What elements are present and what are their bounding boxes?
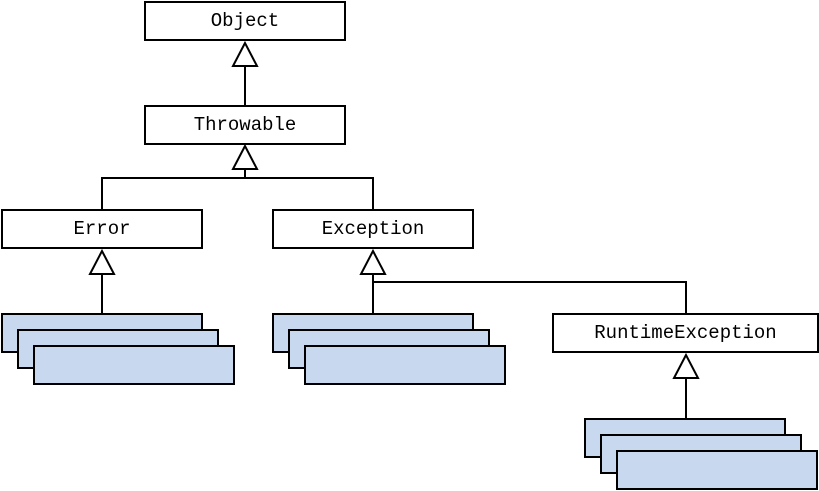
class-error-label: Error	[73, 218, 130, 240]
exception-subclasses-stack	[272, 313, 506, 385]
class-object: Object	[144, 1, 346, 41]
error-subclasses-stack	[1, 313, 235, 385]
generalization-arrow-icon	[231, 143, 259, 170]
class-error-box	[1, 209, 203, 249]
arrowheads	[88, 40, 700, 379]
generalization-arrow-icon	[359, 248, 387, 275]
class-error: Error	[1, 209, 203, 249]
generalization-arrow-icon	[231, 40, 259, 67]
class-object-label: Object	[211, 10, 279, 32]
class-object-box	[144, 1, 346, 41]
class-exception: Exception	[272, 209, 474, 249]
subclass-box	[33, 345, 235, 385]
subclass-box	[304, 345, 506, 385]
class-runtime-exception-box	[552, 313, 819, 353]
connector-runtimeexception-exception	[373, 281, 687, 314]
runtime-exception-subclasses-stack	[584, 418, 818, 490]
connector-error-exception-throwable	[101, 177, 374, 209]
class-runtime-exception-label: RuntimeException	[594, 322, 776, 344]
generalization-arrow-icon	[672, 352, 700, 379]
class-runtime-exception: RuntimeException	[552, 313, 819, 353]
generalization-arrow-icon	[88, 248, 116, 275]
subclass-box	[616, 450, 818, 490]
class-exception-label: Exception	[322, 218, 425, 240]
class-throwable: Throwable	[144, 105, 346, 145]
class-exception-box	[272, 209, 474, 249]
class-throwable-box	[144, 105, 346, 145]
connectors	[101, 66, 687, 419]
class-throwable-label: Throwable	[194, 114, 297, 136]
